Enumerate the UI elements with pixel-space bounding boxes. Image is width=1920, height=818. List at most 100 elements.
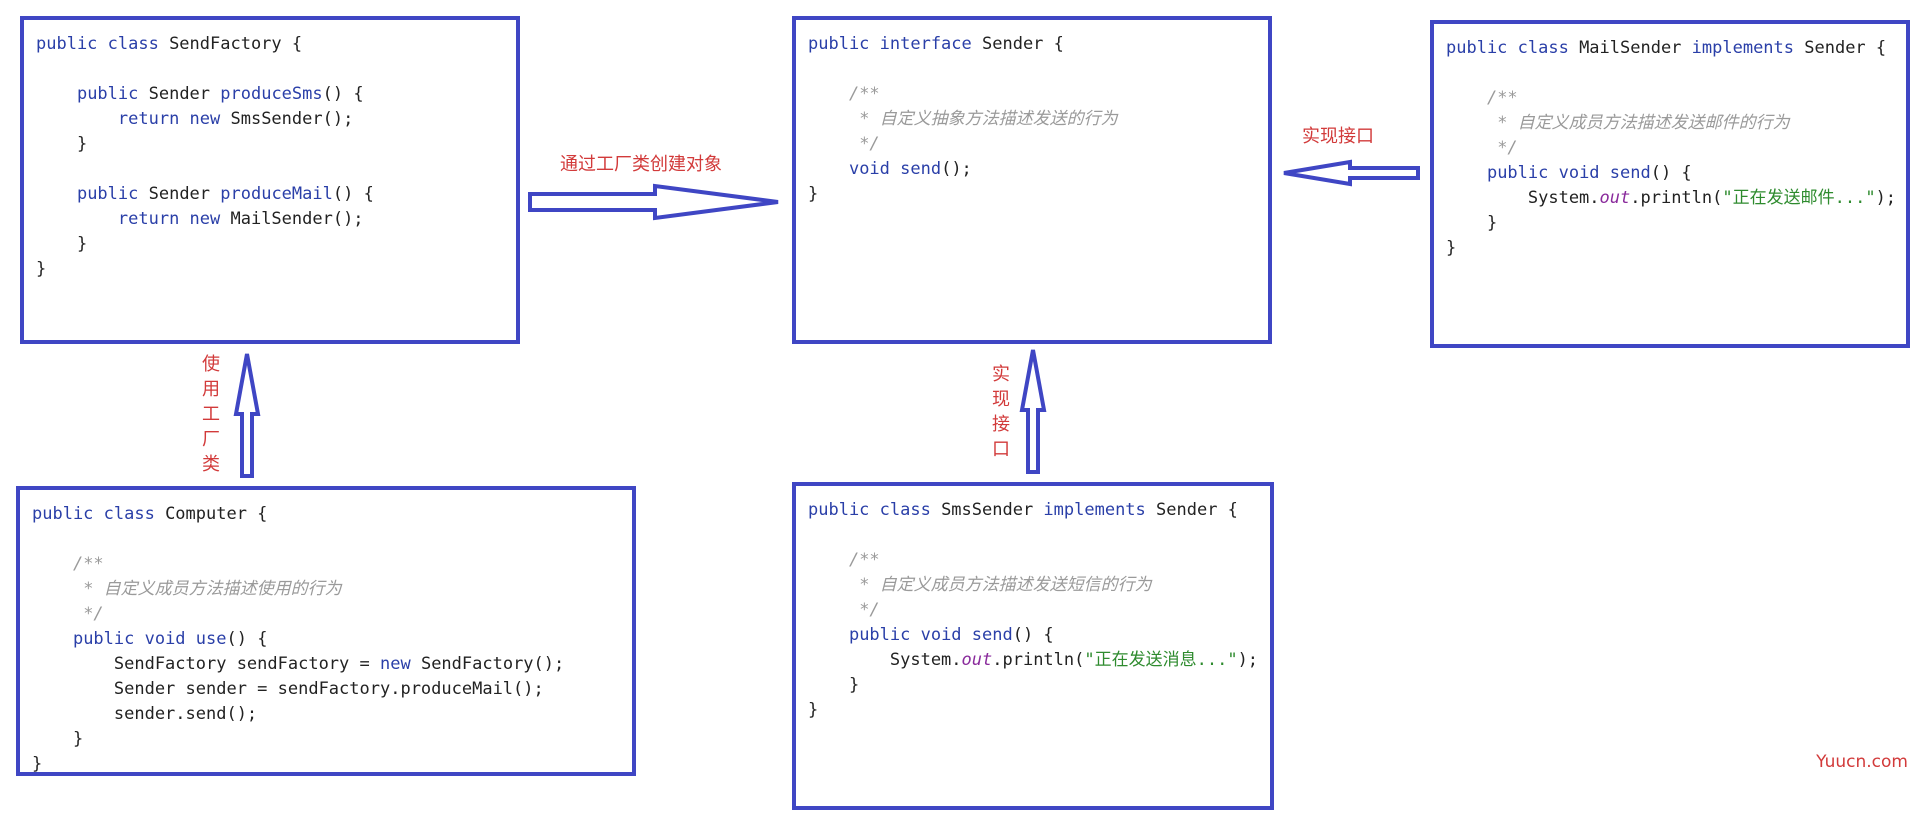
watermark: Yuucn.com bbox=[1816, 752, 1908, 772]
code-token-plain: .println( bbox=[992, 650, 1085, 670]
code-token-cm: * 自定义抽象方法描述发送的行为 bbox=[848, 109, 1118, 129]
code-token-plain: () { bbox=[226, 629, 268, 649]
code-token-plain: } bbox=[36, 234, 88, 254]
code-token-plain: } bbox=[36, 259, 47, 279]
code-token-kw: public class bbox=[36, 34, 170, 54]
code-token-plain: } bbox=[808, 184, 819, 204]
code-token-cm: /** bbox=[848, 84, 880, 104]
computer-box: public class Computer { /** * 自定义成员方法描述使… bbox=[16, 486, 636, 776]
code-token-cm: */ bbox=[848, 134, 880, 154]
code-token-cm: */ bbox=[72, 604, 104, 624]
code-token-plain: } bbox=[1446, 213, 1498, 233]
code-token-kw: new bbox=[380, 654, 421, 674]
arrow-factory-to-interface bbox=[528, 183, 779, 221]
code-token-plain: Sender { bbox=[982, 34, 1064, 54]
code-token-kw: implements bbox=[1043, 500, 1157, 520]
code-token-kw: public bbox=[76, 84, 149, 104]
computer-code: public class Computer { /** * 自定义成员方法描述使… bbox=[32, 502, 564, 777]
code-token-plain: System. bbox=[808, 650, 962, 670]
code-token-plain: sender.send(); bbox=[32, 704, 258, 724]
code-token-kw: public bbox=[76, 184, 149, 204]
mail-sender-box: public class MailSender implements Sende… bbox=[1430, 20, 1910, 348]
sms-sender-box: public class SmsSender implements Sender… bbox=[792, 482, 1274, 810]
label-sms-implements: 实现接口 bbox=[992, 362, 1010, 462]
code-token-cm: * 自定义成员方法描述发送短信的行为 bbox=[848, 575, 1152, 595]
code-token-cm: /** bbox=[848, 550, 880, 570]
label-mail-implements: 实现接口 bbox=[1302, 126, 1374, 147]
code-token-plain: MailSender(); bbox=[230, 209, 364, 229]
label-char: 厂 bbox=[202, 429, 220, 450]
code-token-plain: System. bbox=[1446, 188, 1600, 208]
code-token-plain: ); bbox=[1237, 650, 1259, 670]
code-token-cm: /** bbox=[72, 554, 104, 574]
code-token-plain: } bbox=[808, 675, 860, 695]
code-token-plain: ); bbox=[1875, 188, 1897, 208]
label-factory-to-interface: 通过工厂类创建对象 bbox=[560, 154, 722, 175]
code-token-plain: } bbox=[1446, 238, 1457, 258]
code-token-kw: public interface bbox=[808, 34, 982, 54]
code-token-cm: */ bbox=[848, 600, 880, 620]
code-token-fld: out bbox=[1599, 188, 1631, 208]
code-token-plain: SendFactory sendFactory = bbox=[32, 654, 380, 674]
code-token-plain: Computer { bbox=[165, 504, 268, 524]
arrow-sms-to-interface bbox=[1019, 349, 1047, 474]
code-token-plain: SmsSender(); bbox=[230, 109, 354, 129]
code-token-plain: Sender { bbox=[1804, 38, 1887, 58]
code-token-plain: () { bbox=[1012, 625, 1054, 645]
code-token-fld: out bbox=[961, 650, 993, 670]
code-token-cm: * 自定义成员方法描述使用的行为 bbox=[72, 579, 342, 599]
code-token-kw: public class bbox=[32, 504, 166, 524]
code-token-kw: void send bbox=[848, 159, 942, 179]
sender-interface-code: public interface Sender { /** * 自定义抽象方法描… bbox=[808, 32, 1118, 207]
code-token-kw: produceSms bbox=[220, 84, 323, 104]
code-token-kw: public void use bbox=[72, 629, 227, 649]
code-token-plain: Sender { bbox=[1156, 500, 1238, 520]
label-char: 用 bbox=[202, 379, 220, 400]
label-char: 工 bbox=[202, 404, 220, 425]
send-factory-box: public class SendFactory { public Sender… bbox=[20, 16, 520, 344]
label-char: 类 bbox=[202, 454, 220, 475]
code-token-kw: produceMail bbox=[220, 184, 333, 204]
code-token-plain: (); bbox=[941, 159, 972, 179]
code-token-kw: return new bbox=[117, 109, 231, 129]
code-token-plain: } bbox=[32, 729, 84, 749]
label-char: 接 bbox=[992, 414, 1010, 435]
code-token-plain: SmsSender bbox=[941, 500, 1044, 520]
code-token-str: "正在发送邮件..." bbox=[1722, 188, 1876, 208]
label-char: 实 bbox=[992, 364, 1010, 385]
code-token-kw: return new bbox=[117, 209, 231, 229]
code-token-kw: implements bbox=[1691, 38, 1805, 58]
code-token-str: "正在发送消息..." bbox=[1084, 650, 1238, 670]
label-char: 口 bbox=[992, 439, 1010, 460]
code-token-cm: * 自定义成员方法描述发送邮件的行为 bbox=[1486, 113, 1790, 133]
code-token-kw: public class bbox=[1446, 38, 1580, 58]
code-token-kw: public class bbox=[808, 500, 942, 520]
code-token-plain: () { bbox=[1650, 163, 1692, 183]
code-token-plain: Sender sender = sendFactory.produceMail(… bbox=[32, 679, 544, 699]
code-token-plain: .println( bbox=[1630, 188, 1723, 208]
label-char: 使 bbox=[202, 354, 220, 375]
code-token-plain: Sender bbox=[148, 84, 221, 104]
code-token-kw: public void send bbox=[1486, 163, 1651, 183]
code-token-plain: SendFactory { bbox=[169, 34, 303, 54]
sender-interface-box: public interface Sender { /** * 自定义抽象方法描… bbox=[792, 16, 1272, 344]
code-token-plain: } bbox=[808, 700, 819, 720]
code-token-plain: () { bbox=[322, 84, 364, 104]
label-computer-uses-factory: 使用工厂类 bbox=[202, 352, 220, 477]
send-factory-code: public class SendFactory { public Sender… bbox=[36, 32, 374, 282]
code-token-plain: MailSender bbox=[1579, 38, 1692, 58]
code-token-plain: } bbox=[32, 754, 43, 774]
arrow-mail-to-interface bbox=[1283, 159, 1420, 187]
sms-sender-code: public class SmsSender implements Sender… bbox=[808, 498, 1258, 723]
code-token-cm: /** bbox=[1486, 88, 1518, 108]
code-token-plain: Sender bbox=[148, 184, 221, 204]
code-token-plain: } bbox=[36, 134, 88, 154]
arrow-computer-to-factory bbox=[233, 353, 261, 478]
code-token-cm: */ bbox=[1486, 138, 1518, 158]
label-char: 现 bbox=[992, 389, 1010, 410]
code-token-kw: public void send bbox=[848, 625, 1013, 645]
code-token-plain: () { bbox=[332, 184, 374, 204]
code-token-plain: SendFactory(); bbox=[420, 654, 565, 674]
mail-sender-code: public class MailSender implements Sende… bbox=[1446, 36, 1896, 261]
